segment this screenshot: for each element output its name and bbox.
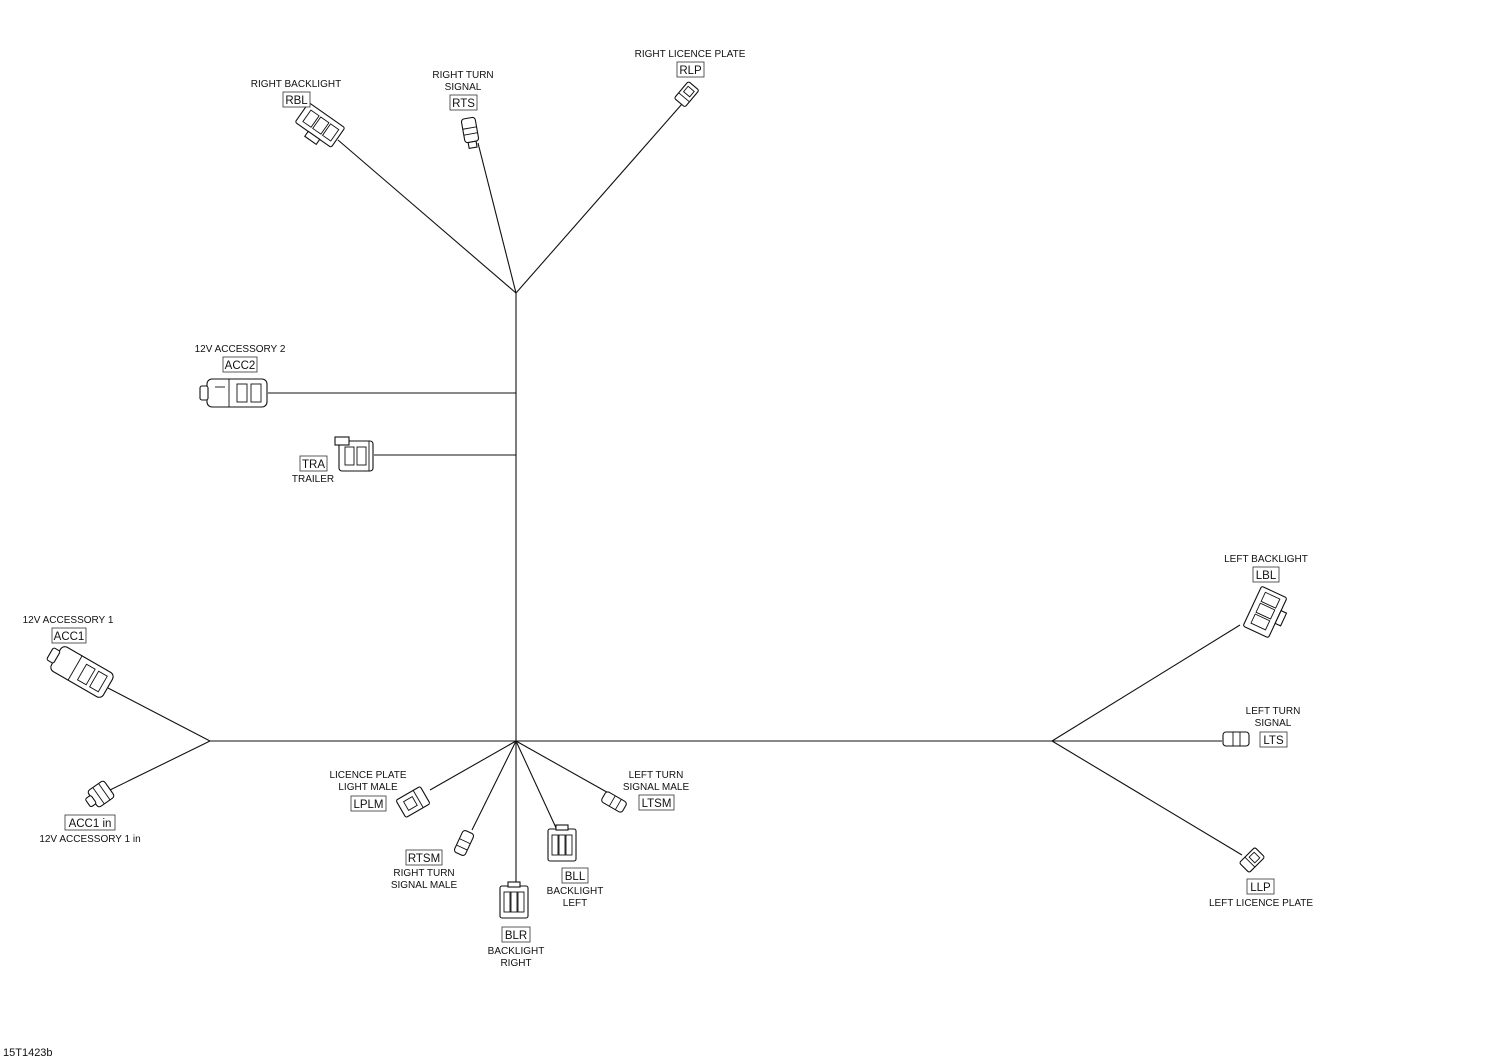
rbl-code: RBL bbox=[285, 95, 308, 107]
label-rbl: RIGHT BACKLIGHT RBL bbox=[251, 79, 341, 108]
bll-name-line1: BACKLIGHT bbox=[547, 886, 604, 897]
blr-name-line1: BACKLIGHT bbox=[488, 946, 545, 957]
rlp-code: RLP bbox=[679, 65, 702, 77]
ltsm-name-line2: SIGNAL MALE bbox=[623, 782, 690, 793]
wire-rts bbox=[477, 142, 517, 294]
lplm-name-line2: LIGHT MALE bbox=[338, 782, 398, 793]
connector-bll[interactable] bbox=[547, 824, 577, 862]
connector-llp[interactable] bbox=[1239, 847, 1265, 873]
wire-acc1 bbox=[107, 687, 211, 742]
rts-name-line2: SIGNAL bbox=[445, 82, 482, 93]
blr-code: BLR bbox=[505, 930, 527, 942]
tra-name: TRAILER bbox=[292, 474, 334, 485]
figure-reference: 15T1423b bbox=[3, 1047, 53, 1059]
wire-lbl bbox=[1051, 624, 1241, 742]
connector-lplm[interactable] bbox=[396, 786, 430, 818]
connector-blr[interactable] bbox=[499, 881, 529, 919]
label-acc1in: ACC1 in 12V ACCESSORY 1 in bbox=[39, 814, 141, 845]
label-acc2: 12V ACCESSORY 2 ACC2 bbox=[195, 344, 286, 373]
wire-acc1in bbox=[109, 740, 211, 791]
llp-code: LLP bbox=[1250, 882, 1271, 894]
wire-lplm bbox=[429, 740, 517, 791]
label-llp: LLP LEFT LICENCE PLATE bbox=[1209, 878, 1313, 909]
rlp-name: RIGHT LICENCE PLATE bbox=[635, 49, 746, 60]
lts-name-line2: SIGNAL bbox=[1255, 718, 1292, 729]
lplm-code: LPLM bbox=[353, 799, 383, 811]
wire-rlp bbox=[515, 103, 683, 294]
lts-code: LTS bbox=[1263, 735, 1284, 747]
lts-name-line1: LEFT TURN bbox=[1246, 706, 1301, 717]
label-rtsm: RTSM RIGHT TURN SIGNAL MALE bbox=[391, 849, 458, 891]
connector-rbl[interactable] bbox=[292, 102, 345, 153]
wire-llp bbox=[1051, 740, 1243, 856]
ltsm-name-line1: LEFT TURN bbox=[629, 770, 684, 781]
acc1-code: ACC1 bbox=[54, 631, 85, 643]
connector-lbl[interactable] bbox=[1243, 586, 1292, 640]
wire-bll bbox=[515, 740, 558, 831]
rbl-name: RIGHT BACKLIGHT bbox=[251, 79, 341, 90]
lplm-name-line1: LICENCE PLATE bbox=[329, 770, 406, 781]
rts-name-line1: RIGHT TURN bbox=[432, 70, 493, 81]
acc1-name: 12V ACCESSORY 1 bbox=[23, 615, 114, 626]
bll-name-line2: LEFT bbox=[563, 898, 587, 909]
connector-ltsm[interactable] bbox=[601, 791, 628, 813]
label-blr: BLR BACKLIGHT RIGHT bbox=[488, 926, 545, 969]
wire-ltsm bbox=[515, 740, 613, 796]
connector-rts[interactable] bbox=[460, 116, 480, 150]
connector-acc2[interactable] bbox=[199, 378, 268, 408]
label-lplm: LICENCE PLATE LIGHT MALE LPLM bbox=[329, 770, 407, 812]
blr-name-line2: RIGHT bbox=[500, 958, 531, 969]
connector-rtsm[interactable] bbox=[453, 830, 475, 857]
connector-acc1in[interactable] bbox=[82, 780, 115, 811]
label-bll: BLL BACKLIGHT LEFT bbox=[547, 867, 604, 909]
label-lts: LEFT TURN SIGNAL LTS bbox=[1246, 706, 1301, 748]
bll-code: BLL bbox=[565, 871, 586, 883]
label-rlp: RIGHT LICENCE PLATE RLP bbox=[635, 49, 746, 78]
lbl-code: LBL bbox=[1256, 570, 1277, 582]
label-lbl: LEFT BACKLIGHT LBL bbox=[1224, 554, 1308, 583]
harness-wires bbox=[107, 103, 1243, 885]
acc2-code: ACC2 bbox=[225, 360, 256, 372]
label-rts: RIGHT TURN SIGNAL RTS bbox=[432, 70, 494, 111]
connector-lts[interactable] bbox=[1222, 731, 1250, 747]
acc2-name: 12V ACCESSORY 2 bbox=[195, 344, 286, 355]
tra-code: TRA bbox=[302, 459, 325, 471]
connector-acc1[interactable] bbox=[43, 641, 115, 699]
label-tra: TRA TRAILER bbox=[292, 455, 334, 485]
label-acc1: 12V ACCESSORY 1 ACC1 bbox=[23, 615, 114, 644]
connector-tra[interactable] bbox=[334, 436, 374, 472]
ltsm-code: LTSM bbox=[642, 798, 672, 810]
lbl-name: LEFT BACKLIGHT bbox=[1224, 554, 1308, 565]
llp-name: LEFT LICENCE PLATE bbox=[1209, 898, 1313, 909]
rtsm-name-line1: RIGHT TURN bbox=[393, 868, 454, 879]
connector-rlp[interactable] bbox=[674, 81, 699, 107]
wire-rtsm bbox=[471, 740, 517, 831]
wire-rbl bbox=[337, 139, 517, 294]
rts-code: RTS bbox=[452, 98, 475, 110]
acc1in-code: ACC1 in bbox=[69, 818, 112, 830]
acc1in-name: 12V ACCESSORY 1 in bbox=[39, 834, 140, 845]
rtsm-name-line2: SIGNAL MALE bbox=[391, 880, 458, 891]
rtsm-code: RTSM bbox=[408, 853, 440, 865]
label-ltsm: LEFT TURN SIGNAL MALE LTSM bbox=[623, 770, 690, 811]
